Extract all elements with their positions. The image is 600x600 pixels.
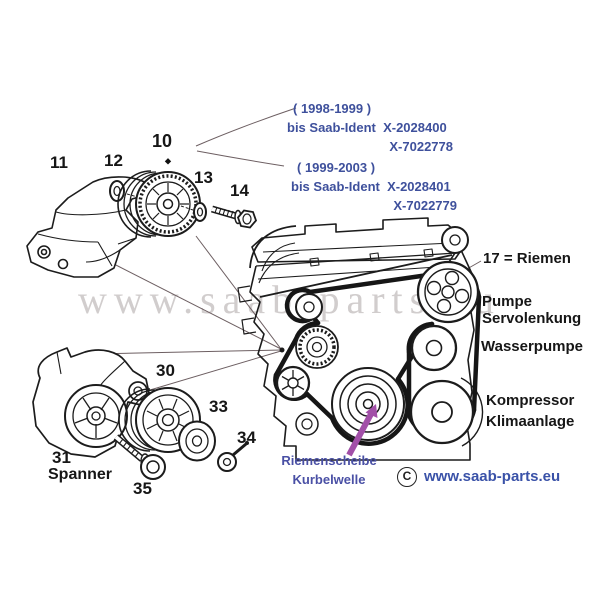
belt-label: 17 = Riemen [483, 250, 571, 267]
variant-1998-ident2: X-7022778 [389, 139, 453, 154]
compressor-label-line2: Klimaanlage [486, 413, 575, 430]
compressor-label-line1: Kompressor [486, 392, 575, 409]
callout-30: 30 [156, 361, 175, 380]
top-idler-pulley [441, 226, 469, 254]
crankshaft-label-line2: Kurbelwelle [292, 472, 366, 487]
power-steering-pump-pulley [416, 260, 480, 324]
part-34-bolt [217, 441, 249, 472]
compressor-label: Kompressor Klimaanlage [486, 390, 574, 432]
water-pump-pulley [410, 324, 458, 372]
spanner-label: Spanner [48, 466, 113, 483]
footer: C www.saab-parts.eu [397, 467, 560, 487]
callout-11: 11 [50, 153, 68, 172]
callout-14: 14 [230, 181, 249, 200]
ps-pump-label-line2: Servolenkung [482, 310, 582, 328]
callout-35: 35 [133, 479, 152, 498]
callout-13: 13 [194, 168, 213, 187]
part-35-bolt [113, 434, 166, 480]
callout-33: 33 [209, 397, 228, 416]
variant-1998-1999: ( 1998-1999 ) bis Saab-Ident X-2028400 X… [287, 99, 453, 156]
small-idler-pulley [295, 293, 323, 321]
part-13-washer [193, 202, 207, 222]
ps-pump-label-line1: Pumpe [482, 293, 533, 310]
variant-2003-ident2: X-7022779 [393, 198, 457, 213]
ribbed-idler-pulley [295, 325, 339, 369]
crankshaft-label-line1: Riemenscheibe [281, 453, 377, 468]
part-31-tensioner [32, 347, 150, 458]
callout-12: 12 [104, 151, 123, 170]
engine-assembly [237, 217, 484, 461]
variant-1999-2003: ( 1999-2003 ) bis Saab-Ident X-2028401 X… [291, 158, 457, 215]
crankshaft-label: Riemenscheibe Kurbelwelle [270, 451, 388, 489]
belt-tensioner-pulley [275, 365, 311, 401]
copyright-icon: C [397, 467, 417, 487]
part-12-washer [109, 180, 142, 202]
variant-1998-ident: bis Saab-Ident X-2028400 [287, 120, 447, 135]
engine-pulleys [275, 226, 480, 445]
ps-pump-label: Pumpe Servolenkung [482, 293, 581, 328]
crankshaft-pulley [331, 367, 405, 441]
callout-31: 31 [52, 448, 71, 467]
ac-compressor-pulley [409, 379, 475, 445]
variant-2003-ident: bis Saab-Ident X-2028401 [291, 179, 451, 194]
callout-34: 34 [237, 428, 256, 447]
crankshaft-arrow [346, 404, 378, 457]
part-11-bracket [26, 176, 150, 278]
part-14-bolt [211, 205, 258, 229]
callout-10: 10 [152, 131, 173, 151]
variant-2003-years: ( 1999-2003 ) [297, 160, 376, 175]
site-url-link[interactable]: www.saab-parts.eu [424, 468, 561, 486]
part-33-idler [178, 420, 216, 462]
variant-1998-years: ( 1998-1999 ) [293, 101, 372, 116]
water-pump-label: Wasserpumpe [481, 338, 583, 355]
